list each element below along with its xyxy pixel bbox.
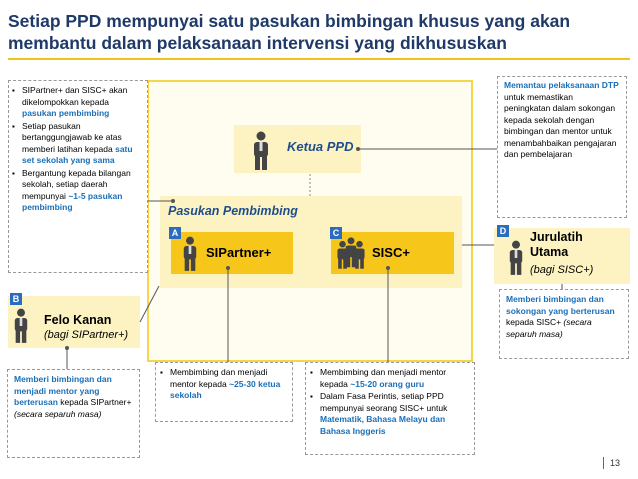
- note-ketua: Memantau pelaksanaan DTP untuk memastika…: [497, 76, 627, 218]
- person-icon: [14, 308, 28, 343]
- page-number: 13: [603, 457, 620, 469]
- note-bullet: Membimbing dan menjadi mentor kepada ~15…: [310, 367, 470, 390]
- felo-kanan-sub: (bagi SIPartner+): [44, 329, 129, 341]
- tag-b: B: [10, 293, 22, 305]
- pasukan-label: Pasukan Pembimbing: [168, 204, 298, 218]
- note-bullet: Membimbing dan menjadi mentor kepada ~25…: [160, 367, 288, 402]
- note-felo-kanan: Memberi bimbingan dan menjadi mentor yan…: [7, 369, 140, 458]
- sisc-label: SISC+: [372, 245, 410, 260]
- tag-c: C: [330, 227, 342, 239]
- jurulatih-name: Jurulatih Utama: [530, 230, 583, 259]
- tag-a: A: [169, 227, 181, 239]
- sipartner-connector-dot: [226, 266, 230, 270]
- ketua-connector-dot: [356, 147, 360, 151]
- note-bullet: SIPartner+ dan SISC+ akan dikelompokkan …: [12, 85, 143, 120]
- felo-kanan-name: Felo Kanan: [44, 313, 112, 327]
- jurulatih-sub: (bagi SISC+): [530, 264, 594, 276]
- note-pasukan: SIPartner+ dan SISC+ akan dikelompokkan …: [8, 80, 148, 273]
- person-icon: [354, 240, 365, 269]
- note-jurulatih: Memberi bimbingan dan sokongan yang bert…: [499, 289, 629, 359]
- person-icon: [345, 237, 357, 268]
- person-icon: [254, 131, 268, 170]
- person-icon: [337, 240, 348, 269]
- felo-kanan-box: [8, 296, 140, 348]
- pasukan-connector-dot: [171, 199, 175, 203]
- page-title: Setiap PPD mempunyai satu pasukan bimbin…: [8, 11, 571, 53]
- felo-connector-dot: [65, 346, 69, 350]
- sisc-connector-dot: [386, 266, 390, 270]
- felo-to-pasukan-line: [139, 285, 160, 323]
- tag-d: D: [497, 225, 509, 237]
- note-sisc: Membimbing dan menjadi mentor kepada ~15…: [305, 362, 475, 455]
- note-bullet: Dalam Fasa Perintis, setiap PPD mempunya…: [310, 391, 470, 437]
- note-sipartner: Membimbing dan menjadi mentor kepada ~25…: [155, 362, 293, 422]
- person-icon: [183, 236, 197, 271]
- sipartner-label: SIPartner+: [206, 245, 272, 260]
- person-icon: [509, 240, 523, 275]
- note-bullet: Bergantung kepada bilangan sekolah, seti…: [12, 168, 143, 214]
- ketua-ppd-label: Ketua PPD: [287, 139, 354, 154]
- title-divider: [8, 58, 630, 60]
- note-bullet: Setiap pasukan bertanggungjawab ke atas …: [12, 121, 143, 167]
